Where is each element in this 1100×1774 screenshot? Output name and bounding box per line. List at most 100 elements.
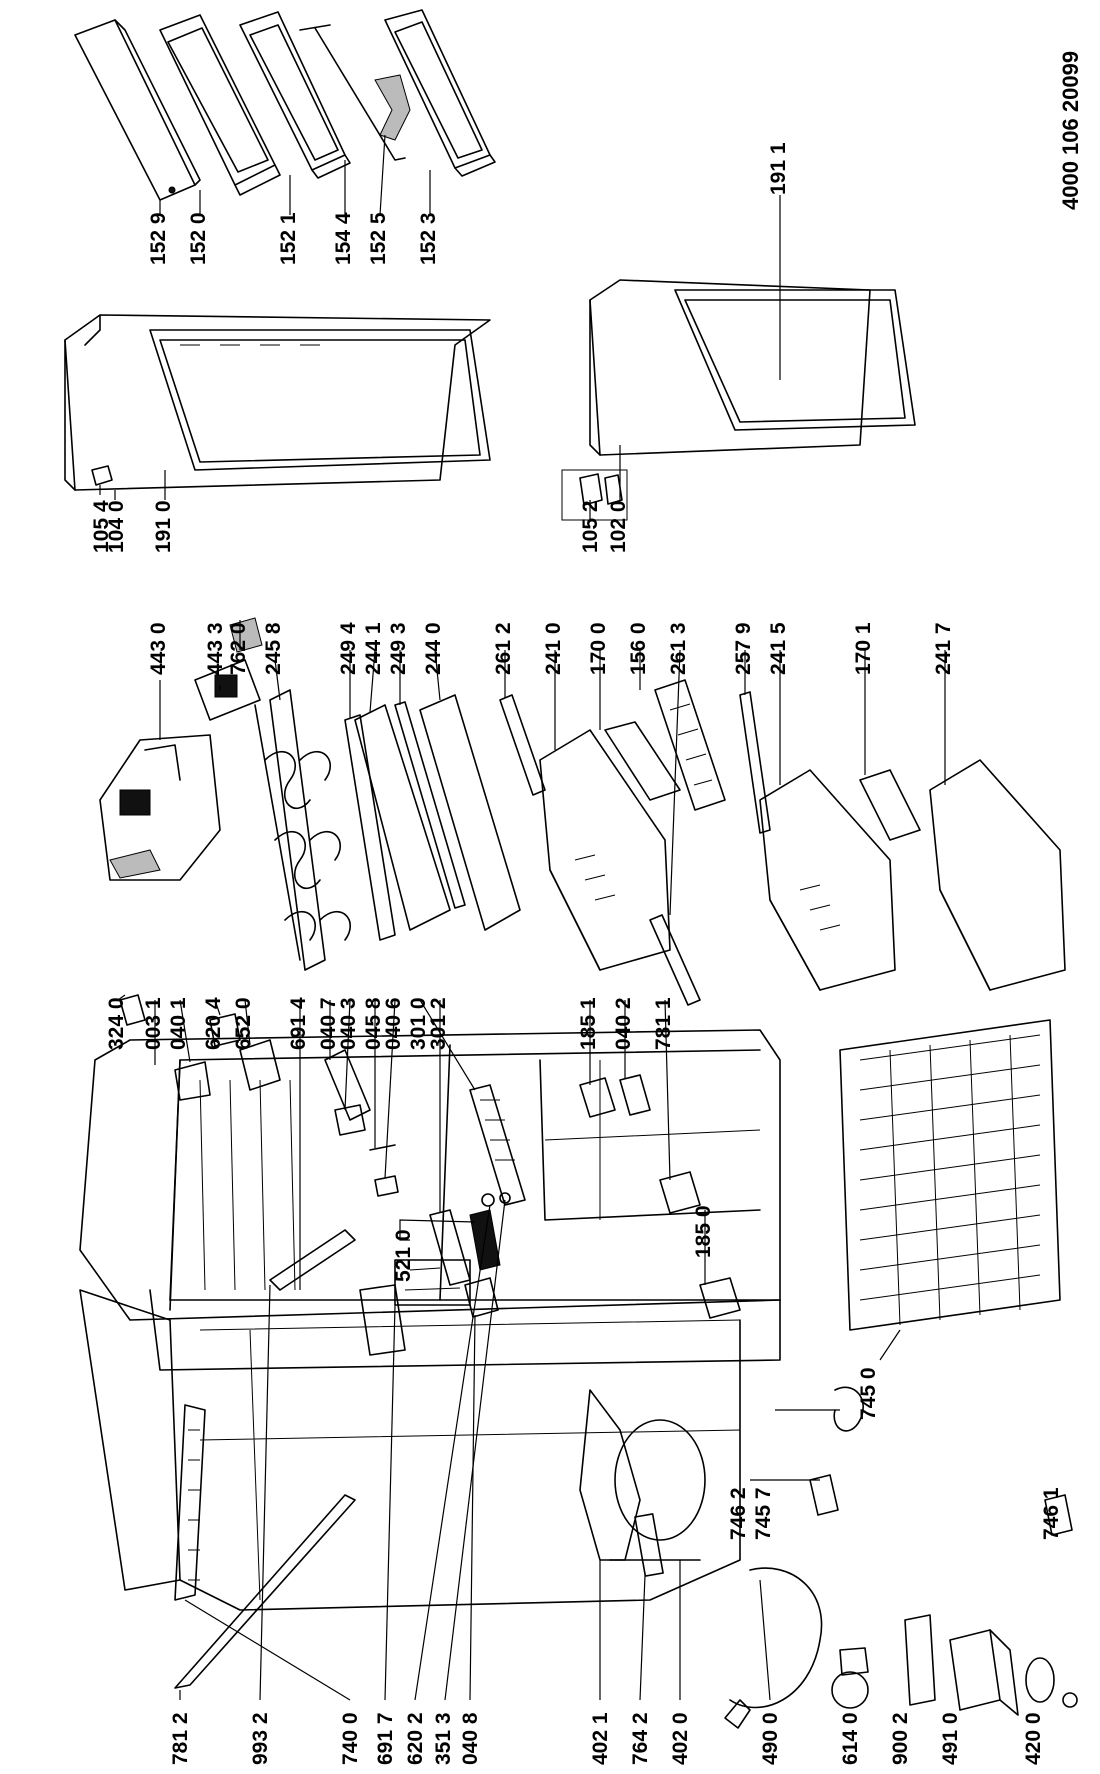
label-6917: 691 7 bbox=[374, 1712, 397, 1765]
label-4200: 420 0 bbox=[1022, 1712, 1045, 1765]
strip-3012 bbox=[429, 1209, 471, 1286]
pin-0458 bbox=[369, 1144, 396, 1151]
label-4020: 402 0 bbox=[669, 1712, 692, 1765]
label-4430: 443 0 bbox=[147, 622, 170, 675]
shelf-trim-2612 bbox=[499, 694, 546, 796]
filter-7642 bbox=[634, 1513, 664, 1577]
label-1910: 191 0 bbox=[152, 500, 175, 553]
freezer-drawer-2417 bbox=[929, 759, 1066, 991]
relay-6140 bbox=[831, 1647, 869, 1709]
door-bin-1520 bbox=[159, 14, 281, 196]
ice-cube-tray-1560 bbox=[654, 679, 726, 811]
label-0458: 045 8 bbox=[362, 997, 385, 1050]
label-1560: 156 0 bbox=[627, 622, 650, 675]
ice-tray-1701 bbox=[859, 769, 921, 841]
label-6204: 620 4 bbox=[202, 997, 225, 1050]
label-7812: 781 2 bbox=[169, 1712, 192, 1765]
label-1701: 170 1 bbox=[852, 622, 875, 675]
door-hinge-1054 bbox=[91, 465, 113, 486]
door-bin-1529 bbox=[74, 19, 201, 201]
condenser-rod-7812 bbox=[174, 1494, 356, 1689]
label-2458: 245 8 bbox=[262, 622, 285, 675]
connector-7620 bbox=[229, 617, 263, 653]
evaporator-support-7461 bbox=[1044, 1494, 1073, 1536]
label-1850: 185 0 bbox=[692, 1205, 715, 1258]
label-1521: 152 1 bbox=[277, 212, 300, 265]
shelf-trim-2493 bbox=[394, 701, 466, 909]
fan-duct-6914 bbox=[359, 1284, 406, 1356]
label-1520: 152 0 bbox=[187, 212, 210, 265]
bottle-clip-1525 bbox=[374, 74, 411, 141]
label-2494: 249 4 bbox=[337, 622, 360, 675]
label-9932: 993 2 bbox=[249, 1712, 272, 1765]
shelf-trim-2494 bbox=[344, 714, 396, 941]
control-panel-3010 bbox=[469, 1084, 526, 1206]
label-7457: 745 7 bbox=[752, 1487, 775, 1540]
evaporator-pipe-7457 bbox=[833, 1386, 864, 1432]
label-1544: 154 4 bbox=[332, 212, 355, 265]
label-0401: 040 1 bbox=[167, 997, 190, 1050]
ice-tray-1700 bbox=[604, 721, 681, 801]
label-6202: 620 2 bbox=[404, 1712, 427, 1765]
label-7450: 745 0 bbox=[857, 1367, 880, 1420]
label-4433: 443 3 bbox=[204, 622, 227, 675]
freezer-drawer-2410 bbox=[539, 729, 671, 971]
label-2417: 241 7 bbox=[932, 622, 955, 675]
label-7642: 764 2 bbox=[629, 1712, 652, 1765]
spacer-0406 bbox=[374, 1175, 399, 1197]
glass-shelf-2441 bbox=[354, 704, 451, 931]
cabinet-body bbox=[79, 1029, 781, 1371]
label-1054: 105 4 bbox=[90, 500, 113, 553]
label-6140: 614 0 bbox=[839, 1712, 862, 1765]
bottom-grille-7400 bbox=[174, 1404, 206, 1601]
label-1040: 104 0 bbox=[105, 500, 128, 553]
label-3010: 301 0 bbox=[407, 997, 430, 1050]
label-1523: 152 3 bbox=[417, 212, 440, 265]
label-3240: 324 0 bbox=[105, 997, 128, 1050]
door-gasket-1910 bbox=[149, 329, 491, 471]
label-0402: 040 2 bbox=[612, 997, 635, 1050]
label-2493: 249 3 bbox=[387, 622, 410, 675]
label-7811: 781 1 bbox=[652, 997, 675, 1050]
label-1529: 152 9 bbox=[147, 212, 170, 265]
label-0406: 040 6 bbox=[382, 997, 405, 1050]
document-number: 4000 106 20099 bbox=[1058, 51, 1083, 210]
hinge-0402 bbox=[619, 1074, 651, 1116]
label-4910: 491 0 bbox=[939, 1712, 962, 1765]
label-9002: 900 2 bbox=[889, 1712, 912, 1765]
hinge-0408 bbox=[464, 1277, 499, 1318]
relay-cover-4910 bbox=[949, 1629, 1019, 1716]
label-2613: 261 3 bbox=[667, 622, 690, 675]
label-0031: 003 1 bbox=[142, 997, 165, 1050]
label-2579: 257 9 bbox=[732, 622, 755, 675]
fridge-door-1040 bbox=[64, 314, 491, 491]
hinge-0407 bbox=[324, 1049, 371, 1121]
label-6520: 652 0 bbox=[232, 997, 255, 1050]
lamp-holder-6520 bbox=[239, 1039, 281, 1091]
bottle-retainer-1544 bbox=[299, 24, 406, 161]
label-4900: 490 0 bbox=[759, 1712, 782, 1765]
overload-9002 bbox=[904, 1614, 936, 1706]
label-6914: 691 4 bbox=[287, 997, 310, 1050]
door-gasket-1911 bbox=[674, 289, 916, 431]
label-0408: 040 8 bbox=[459, 1712, 482, 1765]
cover-7811 bbox=[659, 1171, 701, 1214]
cover-1851 bbox=[579, 1077, 616, 1118]
label-7620: 762 0 bbox=[227, 622, 250, 675]
label-2441: 244 1 bbox=[362, 622, 385, 675]
label-6917 bbox=[394, 1259, 471, 1306]
capacitor-4200 bbox=[1025, 1657, 1078, 1708]
label-1911: 191 1 bbox=[767, 142, 790, 195]
cabinet-side-panel bbox=[79, 1289, 741, 1611]
glass-shelf-2440 bbox=[419, 694, 521, 931]
evaporator-7450 bbox=[839, 1019, 1061, 1331]
label-7462: 746 2 bbox=[727, 1487, 750, 1540]
label-3012: 301 2 bbox=[427, 997, 450, 1050]
compressor-4021 bbox=[579, 1389, 706, 1561]
wine-rack-2458 bbox=[254, 689, 351, 971]
door-bin-1521 bbox=[239, 11, 351, 179]
freezer-drawer-2415 bbox=[759, 769, 896, 991]
thermostat-probe-9932 bbox=[269, 1229, 356, 1291]
cover-3240 bbox=[119, 994, 146, 1026]
